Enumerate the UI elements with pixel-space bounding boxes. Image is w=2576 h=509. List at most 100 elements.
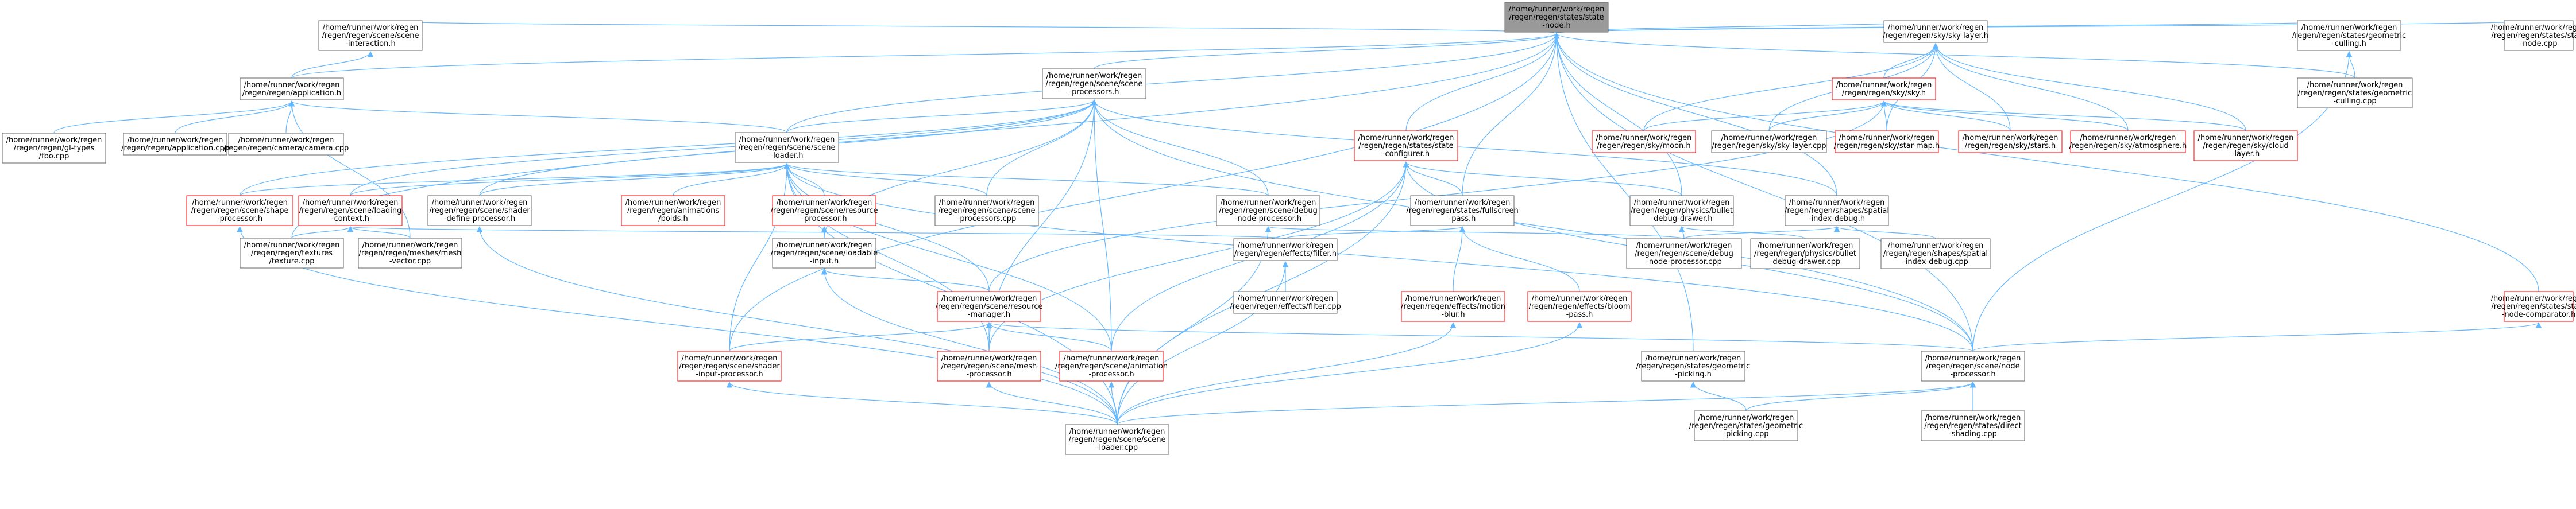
graph-node-culling-cpp[interactable]: /home/runner/work/regen/regen/regen/stat… (2297, 77, 2413, 108)
dependency-edge (1932, 42, 2011, 131)
graph-node-animation-processor[interactable]: /home/runner/work/regen/regen/regen/scen… (1055, 351, 1168, 382)
node-box (1641, 351, 1745, 382)
graph-node-boids[interactable]: /home/runner/work/regen/regen/regen/anim… (621, 195, 725, 226)
node-box (1410, 195, 1515, 226)
graph-node-geometric-picking-h[interactable]: /home/runner/work/regen/regen/regen/stat… (1636, 351, 1750, 382)
graph-node-cloud-layer[interactable]: /home/runner/work/regen/regen/regen/sky/… (2193, 130, 2298, 161)
graph-node-mesh-processor[interactable]: /home/runner/work/regen/regen/regen/scen… (937, 351, 1041, 382)
graph-node-filter-h[interactable]: /home/runner/work/regen/regen/regen/effe… (1233, 238, 1338, 261)
dependency-edge (1932, 42, 2129, 131)
graph-node-fullscreen-pass[interactable]: /home/runner/work/regen/regen/regen/stat… (1406, 195, 1519, 226)
graph-node-debug-node-h[interactable]: /home/runner/work/regen/regen/regen/scen… (1216, 195, 1320, 226)
node-label-line: /regen/regen/scene/scene (739, 143, 836, 152)
node-box (1629, 195, 1734, 226)
graph-node-atmosphere[interactable]: /home/runner/work/regen/regen/regen/sky/… (2069, 130, 2187, 153)
node-box (1832, 77, 1936, 100)
node-label-line: /regen/regen/scene/shape (191, 207, 289, 215)
graph-node-geometric-picking-cpp[interactable]: /home/runner/work/regen/regen/regen/stat… (1689, 410, 1803, 441)
node-label-line: -processors.h (1069, 88, 1119, 96)
node-label-line: /home/runner/work/regen (1963, 134, 2059, 142)
graph-node-scene-loader-h[interactable]: /home/runner/work/regen/regen/regen/scen… (735, 132, 839, 163)
graph-node-bullet-debug-h[interactable]: /home/runner/work/regen/regen/regen/phys… (1629, 195, 1734, 226)
graph-node-resource-processor[interactable]: /home/runner/work/regen/regen/regen/scen… (771, 195, 878, 226)
node-label-line: /regen/regen/sky/sky-layer.cpp (1712, 142, 1826, 150)
graph-node-scene-loader-cpp[interactable]: /home/runner/work/regen/regen/regen/scen… (1065, 424, 1169, 455)
node-box (937, 291, 1041, 322)
node-label-line: /regen/regen/effects/filter.cpp (1230, 302, 1341, 311)
node-label-line: /home/runner/work/regen (303, 199, 399, 207)
node-box (240, 77, 344, 100)
node-box (1750, 238, 1860, 269)
dependency-edge (1833, 226, 1936, 239)
graph-node-state-node-cpp[interactable]: /home/runner/work/regen/regen/regen/stat… (2491, 20, 2576, 51)
node-label-line: -processor.h (966, 370, 1011, 379)
graph-node-culling-h[interactable]: /home/runner/work/regen/regen/regen/stat… (2292, 20, 2406, 51)
graph-node-debug-node-cpp[interactable]: /home/runner/work/regen/regen/regen/scen… (1626, 238, 1742, 269)
graph-node-stars[interactable]: /home/runner/work/regen/regen/regen/sky/… (1958, 130, 2063, 153)
graph-node-star-map[interactable]: /home/runner/work/regen/regen/regen/sky/… (1834, 130, 1940, 153)
graph-node-camera-cpp[interactable]: /home/runner/work/regen/regen/regen/came… (223, 133, 349, 156)
node-label-line: -processor.h (1950, 370, 1995, 379)
graph-node-application-h[interactable]: /home/runner/work/regen/regen/regen/appl… (240, 77, 344, 100)
graph-node-sky-layer-h[interactable]: /home/runner/work/regen/regen/regen/sky/… (1883, 20, 1988, 43)
dependency-edge (1554, 20, 2539, 34)
graph-node-sky-moon[interactable]: /home/runner/work/regen/regen/regen/sky/… (1592, 130, 1696, 153)
node-box (1233, 291, 1338, 314)
graph-node-application-cpp[interactable]: /home/runner/work/regen/regen/regen/appl… (121, 133, 229, 156)
graph-node-state-node-comparator[interactable]: /home/runner/work/regen/regen/regen/stat… (2491, 291, 2576, 322)
node-label-line: /home/runner/work/regen (2491, 294, 2576, 303)
graph-node-loadable-input[interactable]: /home/runner/work/regen/regen/regen/scen… (771, 238, 878, 269)
graph-node-scene-node-processor[interactable]: /home/runner/work/regen/regen/regen/scen… (1921, 351, 2025, 382)
dependency-edge (350, 162, 790, 196)
graph-node-sky-h[interactable]: /home/runner/work/regen/regen/regen/sky/… (1832, 77, 1936, 100)
node-label-line: /home/runner/work/regen (192, 199, 288, 207)
node-label-line: -configurer.h (1382, 150, 1430, 158)
graph-node-bloom-pass[interactable]: /home/runner/work/regen/regen/regen/effe… (1527, 291, 1632, 322)
node-label-line: /regen/regen/scene/scene (1046, 80, 1143, 88)
graph-node-shape-processor[interactable]: /home/runner/work/regen/regen/regen/scen… (186, 195, 293, 226)
graph-node-mesh-vector[interactable]: /home/runner/work/regen/regen/regen/mesh… (358, 238, 462, 269)
graph-node-sky-layer-cpp[interactable]: /home/runner/work/regen/regen/regen/sky/… (1711, 130, 1827, 153)
dependency-edge (1553, 32, 2539, 292)
node-label-line: -debug-drawer.h (1651, 215, 1712, 223)
node-label-line: /regen/regen/application.cpp (121, 144, 229, 153)
dependency-edge (1108, 381, 1118, 425)
graph-node-resource-manager[interactable]: /home/runner/work/regen/regen/regen/scen… (936, 291, 1043, 322)
node-label-line: /regen/regen/sky/cloud (2203, 142, 2288, 150)
dependency-edge (1880, 100, 2129, 131)
graph-node-bullet-debug-cpp[interactable]: /home/runner/work/regen/regen/regen/phys… (1750, 238, 1860, 269)
node-label-line: -processor.h (217, 215, 262, 223)
node-label-line: /home/runner/work/regen (682, 354, 778, 363)
node-label-line: -blur.h (1441, 310, 1465, 319)
node-label-line: /home/runner/work/regen (2491, 24, 2576, 32)
graph-node-spatial-index-cpp[interactable]: /home/runner/work/regen/regen/regen/shap… (1880, 238, 1991, 269)
graph-node-interaction[interactable]: /home/runner/work/regen/regen/regen/scen… (318, 20, 423, 51)
node-label-line: /regen/regen/application.h (242, 89, 341, 98)
node-box (2504, 291, 2574, 322)
node-label-line: /home/runner/work/regen (2307, 81, 2403, 90)
node-label-line: /home/runner/work/regen (1221, 199, 1316, 207)
node-label-line: -layer.h (2232, 150, 2260, 158)
node-label-line: /regen/regen/states/geometric (2298, 89, 2412, 98)
dependency-edge (175, 100, 295, 134)
graph-node-direct-shading[interactable]: /home/runner/work/regen/regen/regen/stat… (1921, 410, 2025, 441)
node-label-line: /home/runner/work/regen (1888, 24, 1984, 32)
graph-node-root[interactable]: /home/runner/work/regen/regen/regen/stat… (1504, 2, 1609, 33)
dependency-edge (729, 32, 1560, 352)
graph-node-textures-cpp[interactable]: /home/runner/work/regen/regen/regen/text… (240, 238, 344, 269)
graph-node-scene-processors-cpp[interactable]: /home/runner/work/regen/regen/regen/scen… (934, 195, 1039, 226)
node-box (1883, 20, 1988, 43)
node-box (298, 195, 403, 226)
graph-node-loading-context[interactable]: /home/runner/work/regen/regen/regen/scen… (298, 195, 403, 226)
dependency-edge (350, 99, 1098, 196)
graph-node-scene-processors-h[interactable]: /home/runner/work/regen/regen/regen/scen… (1042, 68, 1146, 99)
graph-node-spatial-index-h[interactable]: /home/runner/work/regen/regen/regen/shap… (1785, 195, 1889, 226)
node-label-line: -picking.cpp (1723, 430, 1768, 438)
graph-node-shader-define[interactable]: /home/runner/work/regen/regen/regen/scen… (427, 195, 532, 226)
graph-node-shader-input[interactable]: /home/runner/work/regen/regen/regen/scen… (677, 351, 782, 382)
graph-node-state-configurer[interactable]: /home/runner/work/regen/regen/regen/stat… (1354, 130, 1458, 161)
graph-node-qt-types[interactable]: /home/runner/work/regen/regen/regen/gl-t… (2, 133, 106, 164)
graph-node-filter-cpp[interactable]: /home/runner/work/regen/regen/regen/effe… (1230, 291, 1341, 314)
graph-node-motion-blur[interactable]: /home/runner/work/regen/regen/regen/effe… (1401, 291, 1505, 322)
dependency-edge (1643, 42, 1939, 131)
